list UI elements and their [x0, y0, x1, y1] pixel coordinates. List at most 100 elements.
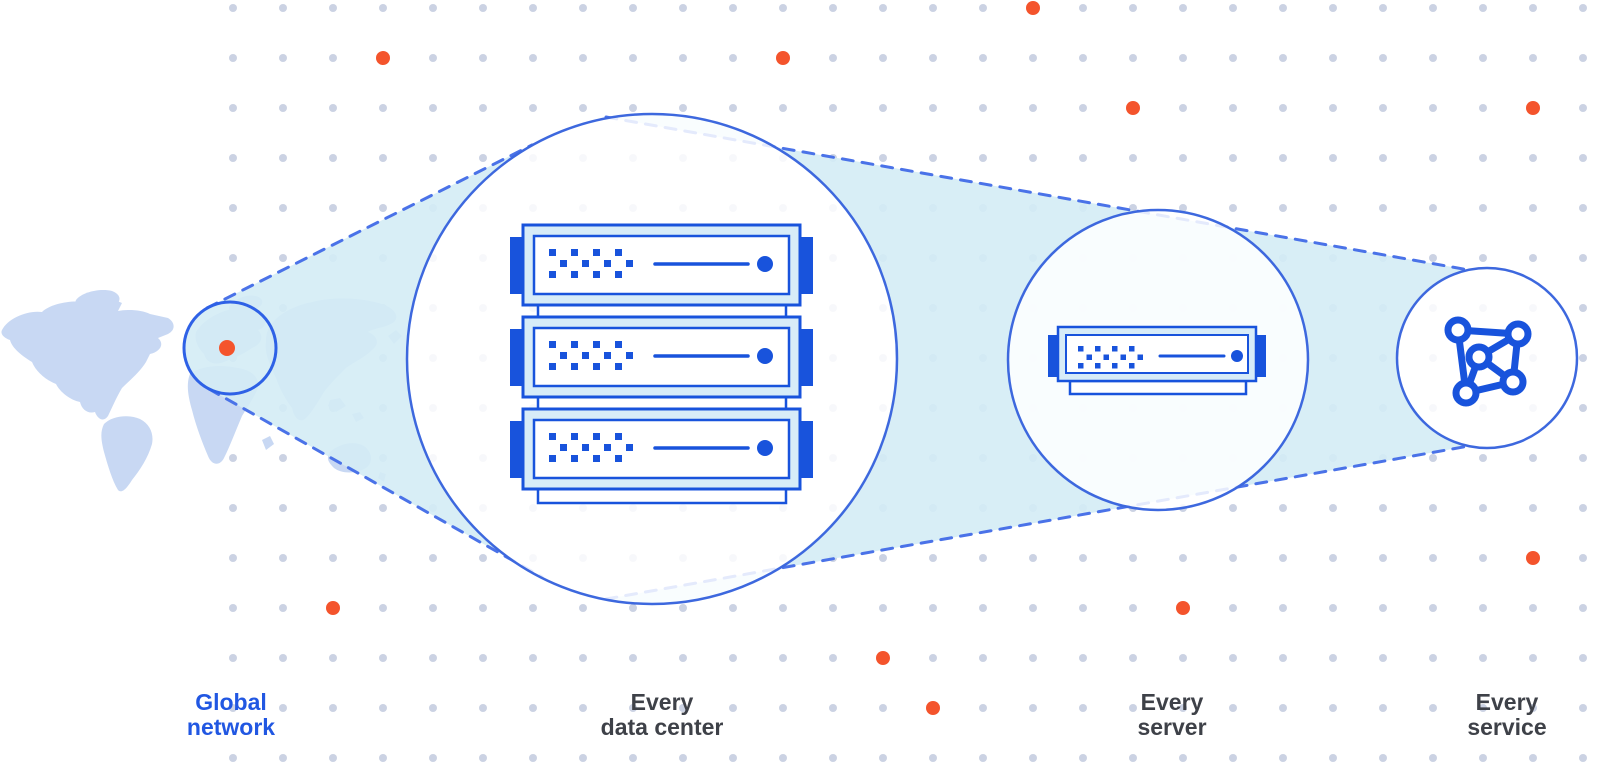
vent-square [1129, 346, 1135, 352]
grid-dot [1079, 54, 1087, 62]
grid-dot [1579, 304, 1587, 312]
grid-dot [379, 754, 387, 762]
grid-dot [1229, 754, 1237, 762]
vent-square [582, 352, 589, 359]
grid-dot [1479, 454, 1487, 462]
grid-dot [1229, 704, 1237, 712]
server-ear [1255, 335, 1266, 377]
vent-square [615, 341, 622, 348]
grid-dot [279, 54, 287, 62]
vent-square [604, 352, 611, 359]
vent-square [1112, 363, 1118, 369]
grid-dot [1079, 104, 1087, 112]
grid-dot [1579, 504, 1587, 512]
grid-dot [1329, 4, 1337, 12]
vent-square [560, 444, 567, 451]
grid-dot [529, 704, 537, 712]
mesh-node [1444, 316, 1472, 344]
accent-orange-dot [326, 601, 340, 615]
grid-dot [529, 54, 537, 62]
grid-dot [229, 504, 237, 512]
grid-dot [1379, 554, 1387, 562]
grid-dot [1479, 554, 1487, 562]
vent-square [571, 455, 578, 462]
grid-dot [229, 104, 237, 112]
mesh-node [1465, 343, 1493, 371]
grid-dot [1429, 754, 1437, 762]
grid-dot [979, 604, 987, 612]
vent-square [1103, 354, 1109, 360]
grid-dot [479, 154, 487, 162]
accent-orange-dot [876, 651, 890, 665]
grid-dot [1479, 4, 1487, 12]
grid-dot [829, 4, 837, 12]
grid-dot [579, 654, 587, 662]
label-line-1: Global [195, 689, 267, 715]
vent-square [1086, 354, 1092, 360]
grid-dot [1279, 4, 1287, 12]
grid-dot [829, 104, 837, 112]
grid-dot [329, 54, 337, 62]
grid-dot [779, 104, 787, 112]
label-line-2: service [1467, 714, 1547, 740]
vent-square [615, 271, 622, 278]
grid-dot [879, 104, 887, 112]
vent-square [615, 363, 622, 370]
grid-dot [229, 554, 237, 562]
grid-dot [1329, 754, 1337, 762]
grid-dot [1329, 654, 1337, 662]
grid-dot [1229, 4, 1237, 12]
grid-dot [1029, 754, 1037, 762]
grid-dot [479, 4, 487, 12]
grid-dot [379, 604, 387, 612]
grid-dot [1479, 754, 1487, 762]
grid-dot [1079, 554, 1087, 562]
grid-dot [479, 654, 487, 662]
grid-dot [379, 504, 387, 512]
grid-dot [929, 154, 937, 162]
grid-dot [1479, 154, 1487, 162]
grid-dot [1029, 54, 1037, 62]
grid-dot [879, 754, 887, 762]
grid-dot [1579, 254, 1587, 262]
rack-ear [510, 421, 524, 478]
vent-square [604, 260, 611, 267]
label-line-1: Every [1140, 689, 1204, 715]
vent-square [582, 444, 589, 451]
vent-square [549, 341, 556, 348]
grid-dot [1529, 654, 1537, 662]
grid-dot [1429, 454, 1437, 462]
grid-dot [1479, 54, 1487, 62]
grid-dot [1229, 154, 1237, 162]
grid-dot [829, 654, 837, 662]
accent-orange-dot [776, 51, 790, 65]
grid-dot [879, 704, 887, 712]
grid-dot [329, 654, 337, 662]
grid-dot [279, 254, 287, 262]
vent-square [1129, 363, 1135, 369]
rack-tray [536, 487, 788, 505]
dashed-tangent-top-left [205, 143, 534, 310]
grid-dot [379, 654, 387, 662]
server-led [1231, 350, 1243, 362]
grid-dot [229, 654, 237, 662]
vent-square [549, 249, 556, 256]
grid-dot [1329, 604, 1337, 612]
grid-dot [1429, 654, 1437, 662]
continent-greenland [75, 290, 120, 312]
grid-dot [329, 504, 337, 512]
vent-square [549, 271, 556, 278]
grid-dot [1579, 104, 1587, 112]
grid-dot [1079, 654, 1087, 662]
grid-dot [1179, 554, 1187, 562]
label-line-2: network [186, 714, 276, 740]
grid-dot [1229, 504, 1237, 512]
map-location-marker [219, 340, 235, 356]
grid-dot [1279, 54, 1287, 62]
grid-dot [1529, 154, 1537, 162]
vent-square [560, 352, 567, 359]
grid-dot [1379, 654, 1387, 662]
grid-dot [1279, 204, 1287, 212]
vent-square [560, 260, 567, 267]
grid-dot [1379, 204, 1387, 212]
